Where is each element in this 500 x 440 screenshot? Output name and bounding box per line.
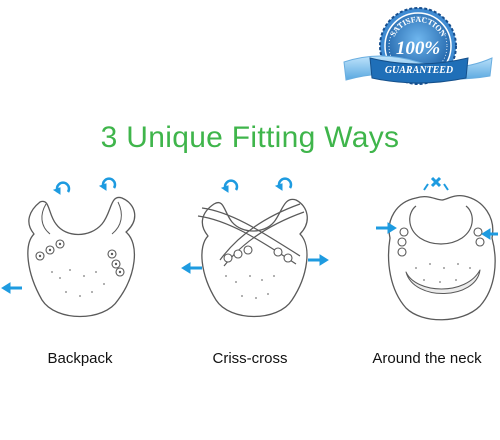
caption-backpack: Backpack xyxy=(47,350,113,367)
bib-neck-illustration xyxy=(376,176,498,321)
bib-backpack-illustration xyxy=(1,177,136,318)
seal-percent: 100% xyxy=(396,38,440,59)
direction-arrows xyxy=(1,177,117,294)
satisfaction-guaranteed-seal: SATISFACTION 100% GUARANTEED xyxy=(343,7,493,85)
bib-outline xyxy=(387,194,496,321)
caption-around-the-neck: Around the neck xyxy=(372,350,482,367)
ribbon-text: GUARANTEED xyxy=(385,65,453,76)
guaranteed-ribbon xyxy=(343,55,493,84)
direction-arrows xyxy=(376,176,498,240)
headline: 3 Unique Fitting Ways xyxy=(100,121,400,154)
direction-arrows xyxy=(181,177,329,274)
caption-criss-cross: Criss-cross xyxy=(212,350,288,367)
bib-outline xyxy=(201,198,308,318)
bib-crisscross-illustration xyxy=(181,177,329,318)
bib-outline xyxy=(27,196,136,318)
